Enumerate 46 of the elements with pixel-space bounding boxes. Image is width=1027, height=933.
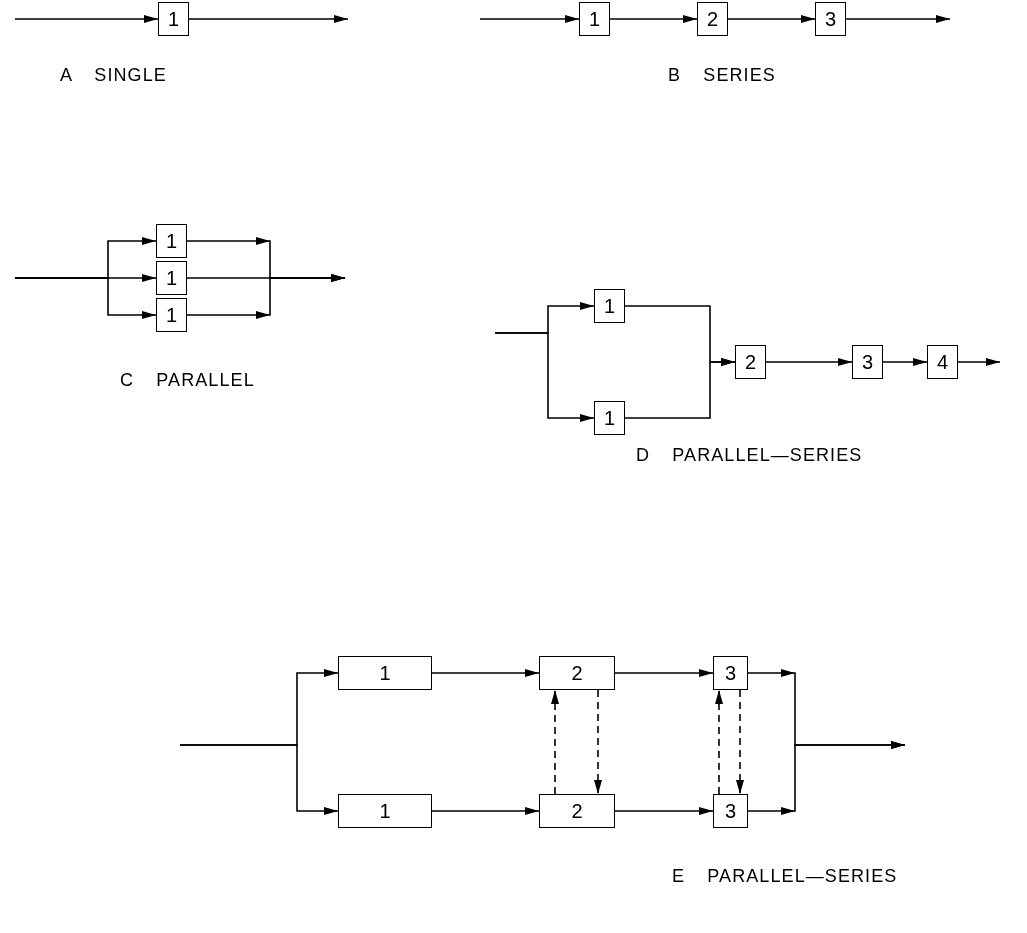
arrow	[179, 744, 339, 815]
block-box: 1	[579, 2, 610, 36]
arrow	[494, 332, 595, 422]
arrow	[614, 669, 714, 677]
block-box: 1	[338, 794, 432, 828]
block-box: 1	[158, 2, 189, 36]
block-box: 1	[594, 401, 625, 435]
block-box: 1	[156, 298, 187, 332]
block-box: 2	[697, 2, 728, 36]
block-box: 1	[156, 224, 187, 258]
block-box: 2	[735, 345, 766, 379]
arrow	[14, 15, 159, 23]
arrow	[14, 277, 157, 319]
arrow	[715, 689, 723, 795]
arrow	[479, 15, 580, 23]
arrow	[747, 741, 906, 812]
block-box: 3	[815, 2, 846, 36]
arrow	[431, 669, 540, 677]
figure-caption: B SERIES	[668, 64, 776, 87]
block-box: 3	[713, 656, 748, 690]
block-box: 2	[539, 656, 615, 690]
arrow	[551, 689, 559, 795]
block-box: 1	[594, 289, 625, 323]
block-box: 3	[713, 794, 748, 828]
arrow	[188, 15, 349, 23]
arrow	[882, 358, 928, 366]
block-box: 3	[852, 345, 883, 379]
arrow	[614, 807, 714, 815]
arrow	[765, 358, 853, 366]
arrow	[845, 15, 951, 23]
arrow	[186, 274, 346, 316]
figure-caption: D PARALLEL—SERIES	[636, 444, 863, 467]
arrow	[594, 689, 602, 795]
figure-caption: C PARALLEL	[120, 369, 255, 392]
figure-caption: E PARALLEL—SERIES	[672, 865, 898, 888]
arrow	[727, 15, 816, 23]
block-box: 1	[156, 261, 187, 295]
arrow	[609, 15, 698, 23]
block-box: 2	[539, 794, 615, 828]
arrow	[431, 807, 540, 815]
figure-caption: A SINGLE	[60, 64, 167, 87]
block-box: 1	[338, 656, 432, 690]
block-box: 4	[927, 345, 958, 379]
arrow	[957, 358, 1001, 366]
arrow	[736, 689, 744, 795]
arrow	[624, 358, 736, 419]
